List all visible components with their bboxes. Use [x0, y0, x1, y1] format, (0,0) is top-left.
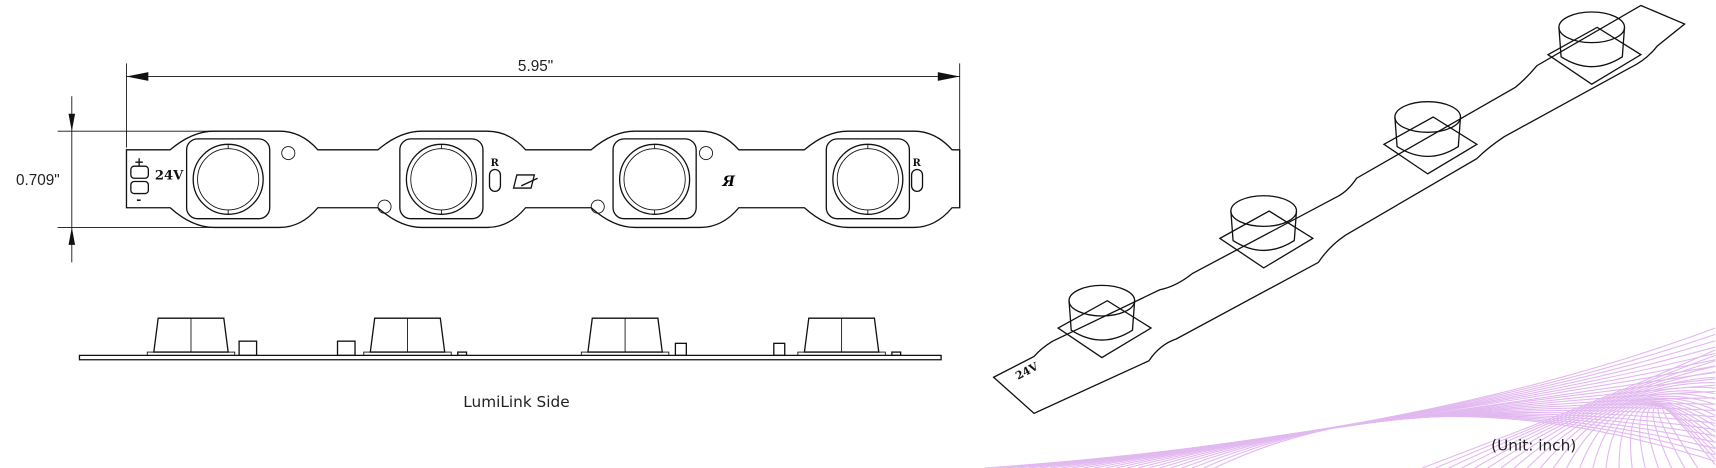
- top-view: 5.95" 0.709" + - 24V R R Я: [16, 58, 961, 263]
- side-view: [78, 317, 942, 361]
- iso-marks: 24V: [1013, 360, 1040, 383]
- led-1-lens-inner: [197, 148, 260, 211]
- iso-voltage-mark: 24V: [1013, 360, 1040, 383]
- wave-line: [1422, 349, 1716, 468]
- led-1-housing: [185, 138, 271, 220]
- wave-line: [1050, 365, 1716, 468]
- wave-line: [1500, 382, 1716, 468]
- cert-logo-icon: [512, 174, 538, 189]
- side-component-2: [336, 340, 356, 357]
- wave-line: [1214, 415, 1716, 468]
- iso-led-4-base: [1546, 26, 1643, 85]
- wave-line: [1652, 405, 1716, 468]
- isometric-view: [992, 4, 1686, 415]
- width-dimension: 5.95": [518, 58, 553, 75]
- minus-mark: -: [136, 192, 141, 206]
- wave-line: [1661, 406, 1716, 468]
- resistor-1: [488, 168, 502, 193]
- iso-led-1-top: [1068, 284, 1136, 317]
- side-component-1: [238, 340, 258, 357]
- side-component-6: [891, 351, 902, 357]
- side-component-5: [457, 351, 468, 357]
- wave-line: [1618, 403, 1716, 468]
- wave-line: [1646, 405, 1716, 468]
- iso-led-1-base: [1056, 299, 1153, 359]
- wave-line: [1605, 402, 1716, 468]
- wave-line: [1487, 376, 1716, 468]
- iso-led-3-top: [1394, 101, 1462, 133]
- wave-line: [1630, 403, 1716, 468]
- resistor-mark-2: R: [913, 158, 922, 169]
- iso-led-3-dome: [1394, 116, 1462, 157]
- ul-logo-icon: Я: [721, 174, 735, 190]
- led-2-lens-inner: [410, 148, 473, 211]
- arrow-right-icon: [937, 72, 960, 81]
- resistor-mark-1: R: [491, 158, 500, 169]
- board-outline: [125, 130, 961, 229]
- led-3-lens-outer: [618, 143, 691, 215]
- side-component-4: [773, 342, 786, 357]
- plus-mark: +: [134, 155, 144, 169]
- iso-led-4-dome: [1558, 27, 1626, 68]
- wave-line: [1657, 406, 1716, 468]
- led-4-housing: [825, 138, 911, 220]
- led-4-lens-outer: [832, 143, 904, 215]
- led-3-housing: [612, 138, 697, 220]
- unit-note: (Unit: inch): [1491, 437, 1576, 455]
- arrow-up-icon: [68, 227, 76, 245]
- background-waves: [984, 327, 1716, 468]
- led-4-lens-inner: [836, 148, 899, 211]
- resistor-2: [910, 168, 924, 193]
- wave-line: [1592, 400, 1716, 468]
- arrow-left-icon: [126, 72, 149, 81]
- led-2-lens-outer: [405, 143, 478, 215]
- iso-led-1-dome: [1068, 300, 1136, 341]
- iso-led-3-base: [1382, 116, 1479, 175]
- iso-led-2-top: [1230, 195, 1298, 228]
- led-2-housing: [399, 138, 484, 220]
- side-view-label: LumiLink Side: [463, 393, 569, 411]
- wave-line: [1639, 404, 1716, 468]
- minus-pad: [130, 180, 150, 195]
- plus-pad: [130, 165, 150, 179]
- led-3-lens-inner: [623, 148, 686, 211]
- wave-line: [1461, 365, 1716, 468]
- height-dimension: 0.709": [16, 172, 60, 189]
- iso-led-4-top: [1558, 11, 1626, 44]
- led-1-lens-outer: [192, 143, 264, 215]
- arrow-down-icon: [68, 113, 76, 132]
- side-component-3: [674, 342, 687, 357]
- wave-line: [1579, 399, 1716, 468]
- iso-led-2-dome: [1230, 210, 1298, 251]
- voltage-mark: 24V: [155, 168, 184, 183]
- iso-led-2-base: [1218, 210, 1315, 269]
